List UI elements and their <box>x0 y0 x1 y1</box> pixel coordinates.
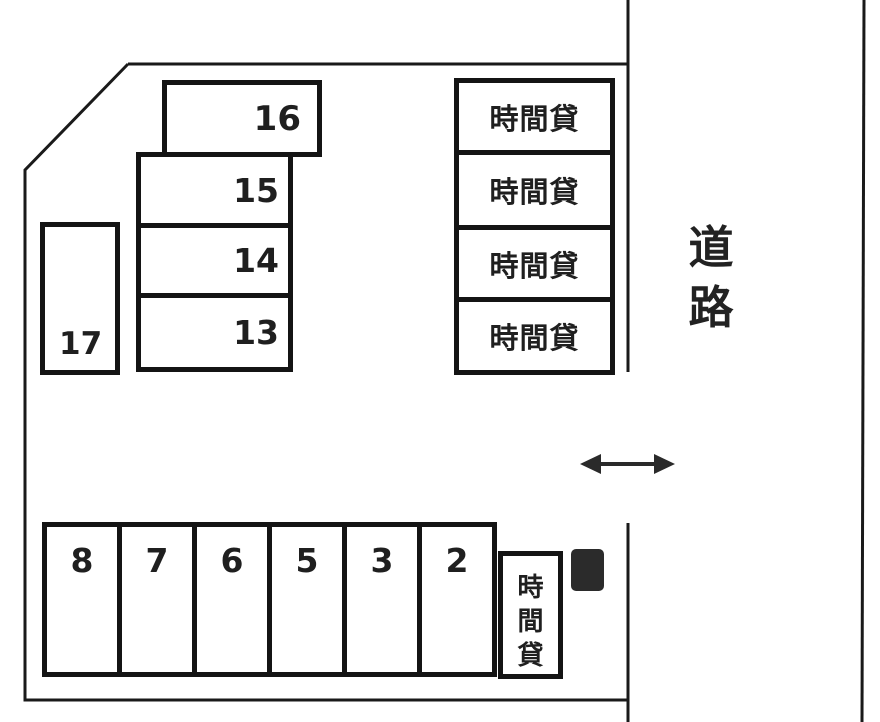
space-number-label: 5 <box>295 541 319 580</box>
road-label: 道 路 <box>682 218 740 339</box>
hourly-rental-space: 時間貸 <box>454 225 615 302</box>
hourly-rental-space: 時間貸 <box>454 297 615 375</box>
road-right-edge-line <box>860 0 866 722</box>
space-number-label: 3 <box>370 541 394 580</box>
road-label-char: 路 <box>688 281 734 335</box>
hourly-rental-char: 間 <box>517 606 544 637</box>
hourly-rental-label: 時間貸 <box>489 248 580 283</box>
hourly-rental-label: 時間貸 <box>489 101 580 136</box>
parking-space-5: 5 <box>267 522 347 677</box>
hourly-rental-column: 時間貸 時間貸 時間貸 時間貸 <box>454 78 615 375</box>
parking-space-3: 3 <box>342 522 422 677</box>
parking-space-stack: 15 14 13 <box>136 152 293 372</box>
parking-space-2: 2 <box>417 522 497 677</box>
space-number-label: 17 <box>59 326 103 362</box>
hourly-rental-char: 時 <box>517 573 544 603</box>
parking-space-15: 15 <box>136 152 293 228</box>
space-number-label: 16 <box>253 98 301 139</box>
parking-space-14: 14 <box>136 223 293 298</box>
parking-space-16: 16 <box>162 80 322 157</box>
space-number-label: 14 <box>233 241 279 280</box>
black-square-marker <box>571 549 604 591</box>
parking-space-17: 17 <box>40 222 120 375</box>
hourly-rental-label: 時間貸 <box>489 175 580 209</box>
entrance-double-arrow-icon <box>580 454 675 474</box>
hourly-rental-label: 時間貸 <box>489 321 580 355</box>
hourly-rental-space: 時間貸 <box>454 78 615 155</box>
space-number-label: 13 <box>233 313 279 352</box>
space-number-label: 15 <box>233 170 279 210</box>
space-number-label: 7 <box>145 541 169 580</box>
parking-space-7: 7 <box>117 522 197 677</box>
hourly-rental-space-vertical: 時 間 貸 <box>498 551 563 679</box>
road-label-char: 道 <box>688 221 734 274</box>
hourly-rental-char: 貸 <box>517 640 544 671</box>
space-number-label: 2 <box>445 541 469 580</box>
space-number-label: 6 <box>220 541 244 580</box>
bottom-parking-row: 8 7 6 5 3 2 <box>42 522 497 677</box>
parking-space-6: 6 <box>192 522 272 677</box>
hourly-rental-space: 時間貸 <box>454 150 615 230</box>
parking-space-13: 13 <box>136 293 293 372</box>
lot-left-bottom-boundary-line <box>23 62 628 702</box>
parking-space-8: 8 <box>42 522 122 677</box>
space-number-label: 8 <box>70 541 94 580</box>
